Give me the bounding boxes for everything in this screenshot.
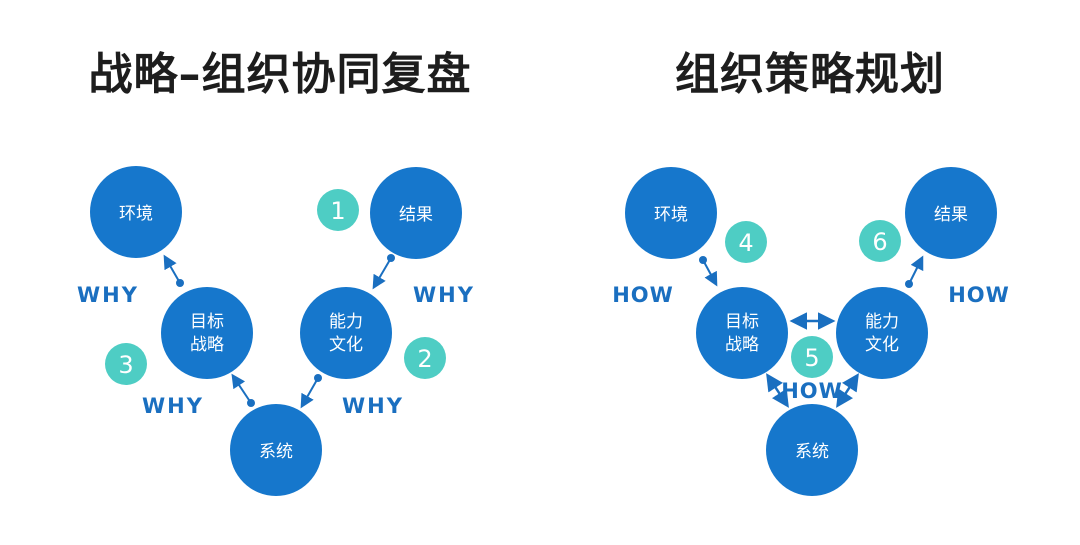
right-badge-6-number: 6 (872, 228, 887, 256)
left-connector-result-to-capability (372, 254, 395, 290)
right-node-result-label: 结果 (934, 205, 968, 225)
left-connector-capability-to-system (300, 374, 322, 409)
right-badge-4-number: 4 (738, 229, 753, 257)
left-connector-goal-to-environment (163, 254, 184, 287)
right-node-goal-line1: 目标 (725, 312, 759, 332)
right-connector-goal-system (766, 373, 789, 408)
right-node-result: 结果 (905, 167, 997, 259)
left-node-result-label: 结果 (399, 205, 433, 225)
right-node-system-label: 系统 (795, 442, 829, 462)
left-node-goal-strategy: 目标 战略 (161, 287, 253, 379)
right-badge-5-number: 5 (804, 344, 819, 372)
right-node-capability-line2: 文化 (865, 335, 899, 355)
right-node-goal-strategy: 目标 战略 (696, 287, 788, 379)
right-connector-capability-system (836, 373, 859, 408)
right-connector-environment-to-goal (699, 256, 718, 287)
left-label-why-lower-left: WHY (142, 394, 204, 418)
right-connector-capability-to-result (905, 255, 924, 288)
right-label-how-left: HOW (612, 283, 674, 307)
left-node-capability-line2: 文化 (329, 335, 363, 355)
left-diagram: 环境 结果 目标 战略 能力 文化 系统 (77, 166, 475, 496)
left-node-goal-line2: 战略 (190, 335, 224, 355)
right-node-environment-label: 环境 (654, 205, 688, 225)
right-badge-5: 5 (791, 336, 833, 378)
left-node-capability-line1: 能力 (329, 312, 363, 332)
right-node-system: 系统 (766, 404, 858, 496)
left-node-goal-line1: 目标 (190, 312, 224, 332)
right-node-capability-line1: 能力 (865, 312, 899, 332)
left-node-environment: 环境 (90, 166, 182, 258)
left-label-why-upper-right: WHY (413, 283, 475, 307)
left-node-system-label: 系统 (259, 442, 293, 462)
right-node-goal-line2: 战略 (725, 335, 759, 355)
left-node-environment-label: 环境 (119, 204, 153, 224)
left-node-system: 系统 (230, 404, 322, 496)
left-badge-1-number: 1 (330, 197, 345, 225)
right-diagram: 环境 结果 目标 战略 能力 文化 系统 (612, 167, 1010, 496)
right-node-capability-culture: 能力 文化 (836, 287, 928, 379)
right-label-how-center: HOW (781, 379, 843, 403)
left-node-result: 结果 (370, 167, 462, 259)
left-badge-2: 2 (404, 337, 446, 379)
right-node-environment: 环境 (625, 167, 717, 259)
left-title: 战略–组织协同复盘 (88, 49, 472, 100)
right-badge-6: 6 (859, 220, 901, 262)
left-badge-2-number: 2 (417, 345, 432, 373)
right-label-how-right: HOW (948, 283, 1010, 307)
left-badge-1: 1 (317, 189, 359, 231)
left-node-capability-culture: 能力 文化 (300, 287, 392, 379)
left-badge-3-number: 3 (118, 351, 133, 379)
right-title: 组织策略规划 (675, 49, 945, 100)
left-label-why-upper-left: WHY (77, 283, 139, 307)
right-badge-4: 4 (725, 221, 767, 263)
left-label-why-lower-right: WHY (342, 394, 404, 418)
left-connector-system-to-goal (231, 373, 255, 407)
left-badge-3: 3 (105, 343, 147, 385)
